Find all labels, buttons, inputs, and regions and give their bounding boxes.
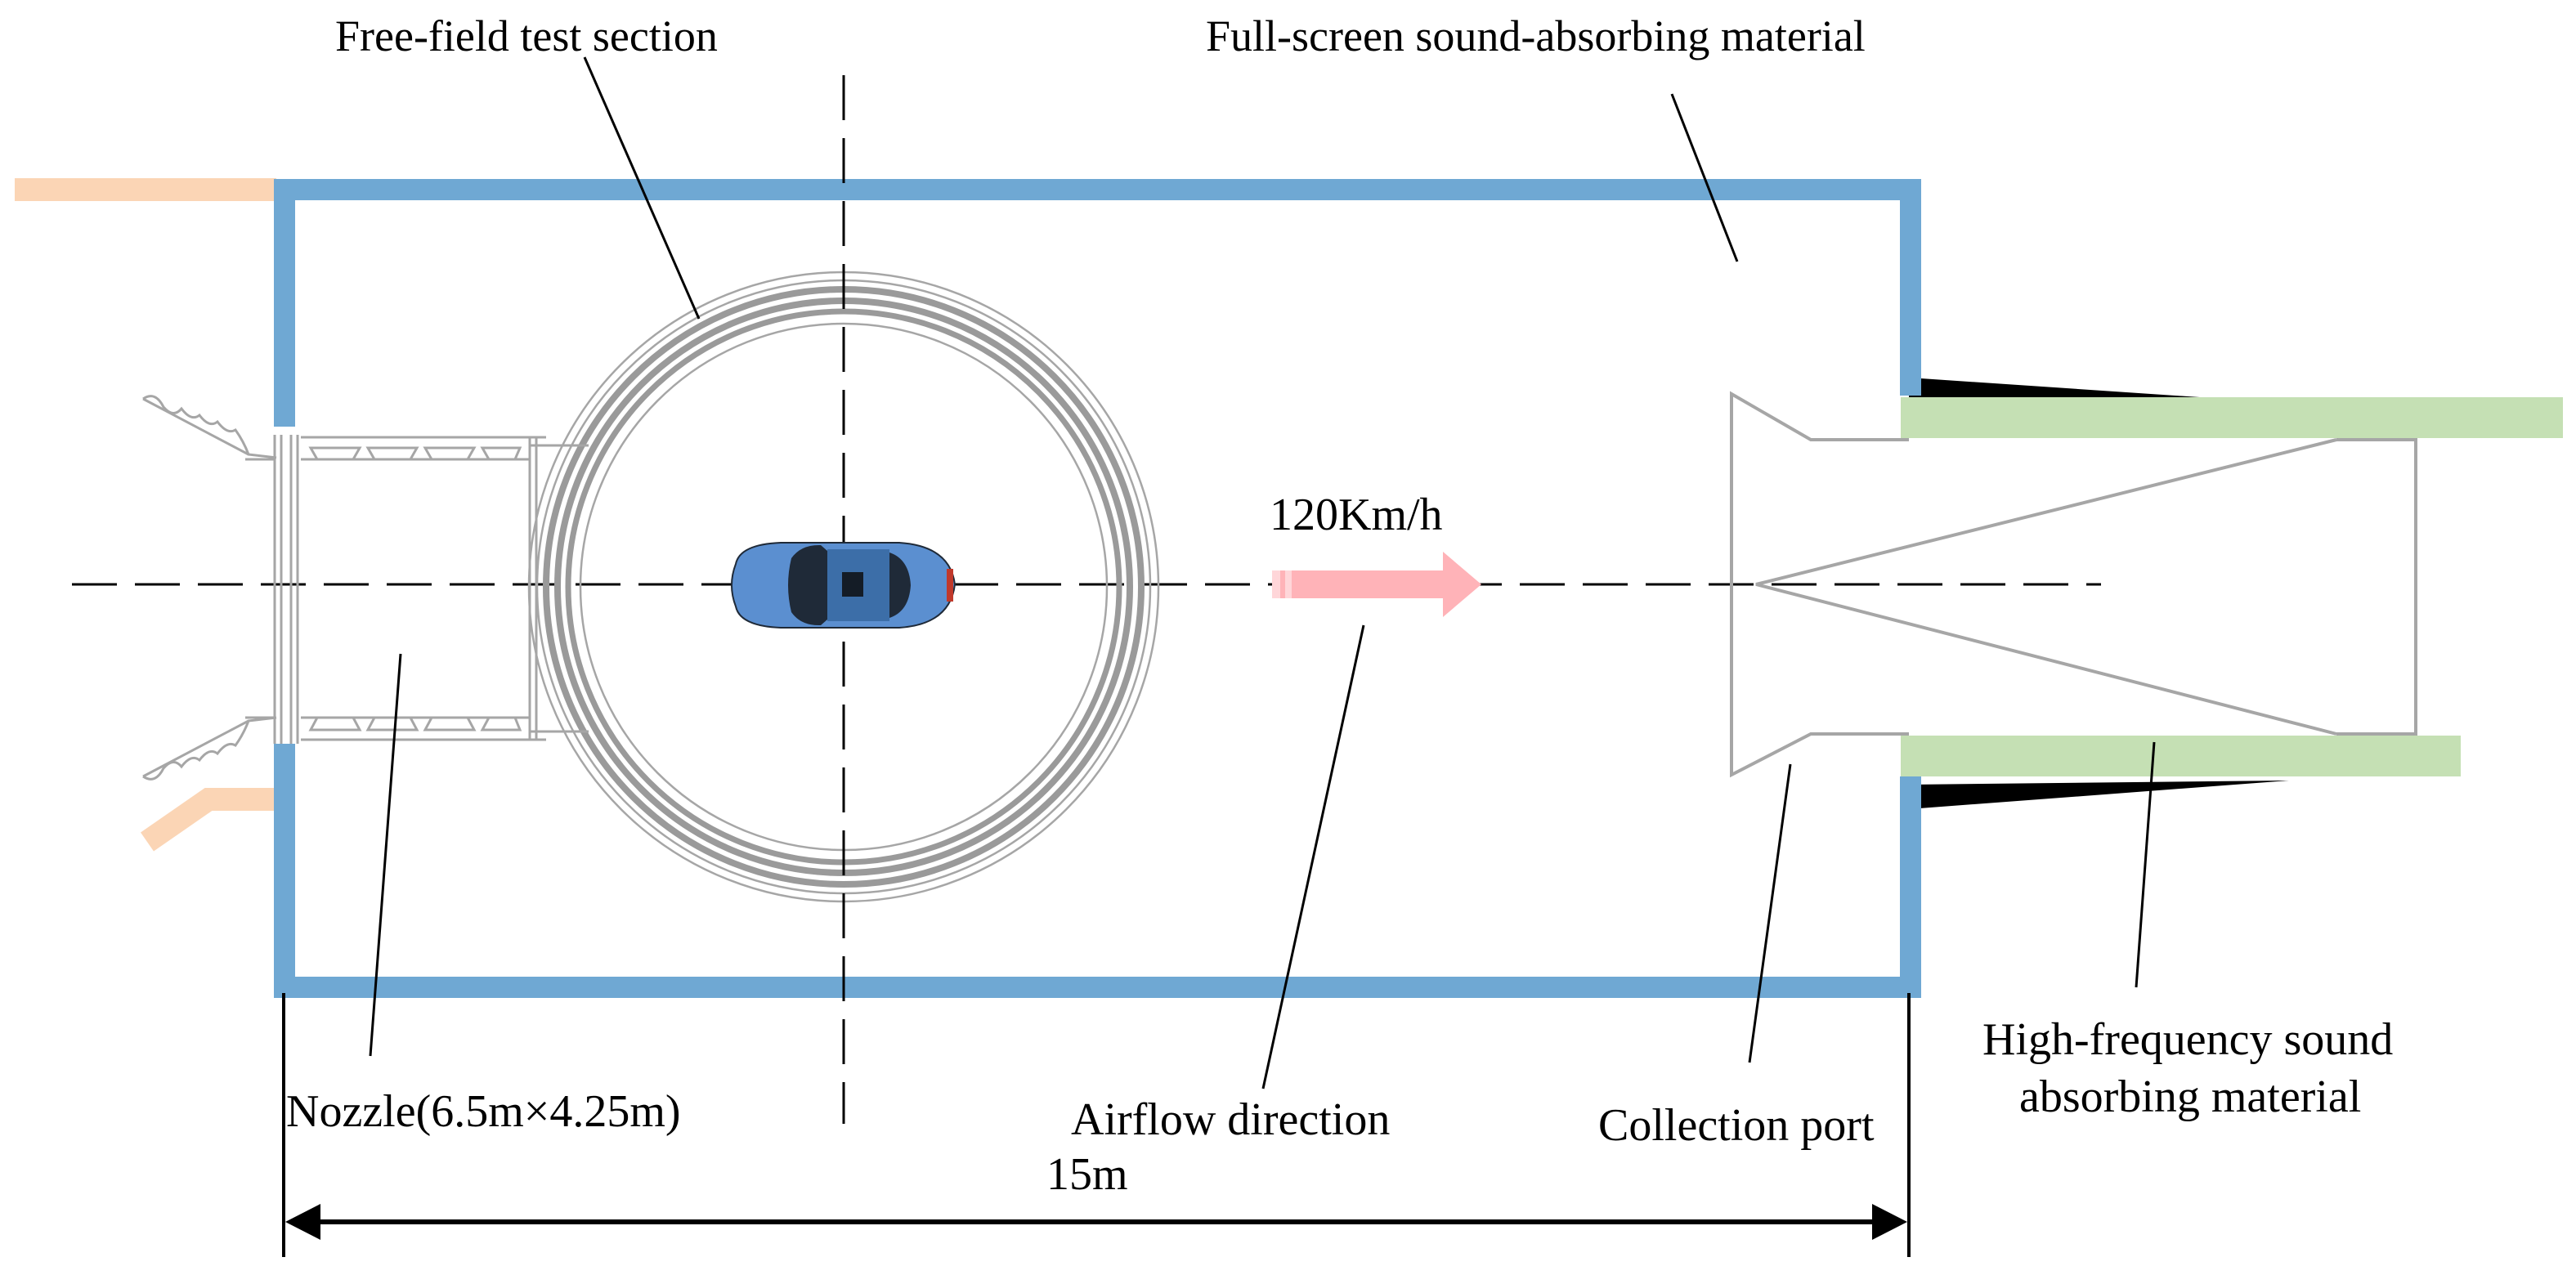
nozzle: [245, 435, 589, 744]
high-frequency-label-line2: absorbing material: [2019, 1071, 2361, 1122]
length-label: 15m: [1046, 1149, 1128, 1200]
collector-absorbing-bands: [1901, 397, 2563, 776]
inlet-duct: [15, 178, 276, 852]
length-dimension: [282, 993, 1911, 1257]
car-top-view-icon: [731, 542, 956, 629]
collection-label: Collection port: [1598, 1100, 1875, 1151]
nozzle-lips: [142, 395, 277, 781]
full-screen-label: Full-screen sound-absorbing material: [1206, 11, 1866, 60]
speed-label: 120Km/h: [1270, 490, 1443, 540]
collector: [1730, 391, 2417, 778]
nozzle-label: Nozzle(6.5m×4.25m): [286, 1086, 681, 1137]
high-frequency-label-line1: High-frequency sound: [1982, 1014, 2393, 1065]
airflow-arrow-icon: [1272, 552, 1481, 617]
leader-lines: [369, 56, 2156, 1089]
airflow-label: Airflow direction: [1071, 1094, 1390, 1145]
collector-trim: [1909, 378, 2289, 809]
chamber-walls: [274, 179, 1921, 998]
free-field-label: Free-field test section: [335, 11, 718, 60]
